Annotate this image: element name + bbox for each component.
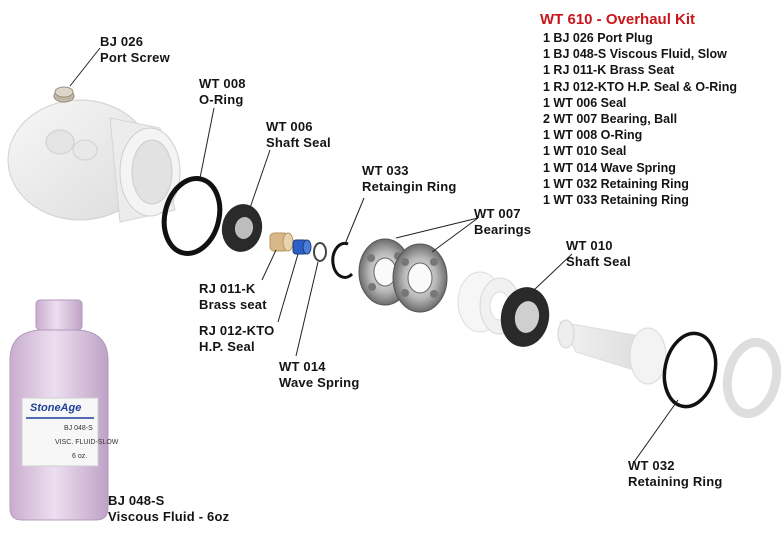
label-name: Port Screw — [100, 50, 170, 65]
label-rj011: RJ 011-K Brass seat — [199, 281, 267, 313]
label-code: BJ 048-S — [108, 493, 165, 508]
label-code: WT 007 — [474, 206, 521, 221]
bottle-description: VISC. FLUID-SLOW — [55, 439, 119, 446]
label-name: Shaft Seal — [566, 254, 631, 269]
label-wt006: WT 006 Shaft Seal — [266, 119, 331, 151]
end-cap-ring — [722, 337, 781, 419]
rj011-brass-seat — [269, 232, 294, 252]
viscous-fluid-bottle — [9, 299, 109, 521]
label-code: WT 032 — [628, 458, 675, 473]
bottle-size: 6 oz. — [72, 453, 88, 460]
wt010-shaft-seal — [500, 287, 550, 347]
kit-list-item: 1 RJ 012-KTO H.P. Seal & O-Ring — [543, 79, 738, 94]
kit-list-item: 1 WT 010 Seal — [543, 144, 627, 159]
label-code: WT 008 — [199, 76, 246, 91]
kit-list-item: 1 WT 032 Retaining Ring — [543, 176, 689, 191]
spacer-sleeve — [457, 271, 521, 335]
label-code: WT 014 — [279, 359, 326, 374]
label-name: Retaingin Ring — [362, 179, 457, 194]
label-name: Wave Spring — [279, 375, 360, 390]
leader-lines — [69, 47, 679, 463]
wt007-bearings — [358, 238, 448, 313]
kit-list-item: 1 WT 014 Wave Spring — [543, 160, 676, 175]
label-name: Bearings — [474, 222, 532, 237]
label-name: Brass seat — [199, 297, 267, 312]
wt033-retaining-ring — [331, 241, 354, 279]
label-wt008: WT 008 O-Ring — [199, 76, 246, 108]
label-bj048: BJ 048-S Viscous Fluid - 6oz — [108, 493, 229, 525]
label-name: Viscous Fluid - 6oz — [108, 509, 230, 524]
swivel-body — [7, 99, 181, 223]
wt008-o-ring — [161, 176, 223, 256]
shaft — [557, 319, 667, 385]
kit-list-item: 1 WT 006 Seal — [543, 95, 627, 110]
wt032-retaining-ring — [662, 331, 718, 409]
label-wt033: WT 033 Retaingin Ring — [362, 163, 457, 195]
label-code: RJ 012-KTO — [199, 323, 275, 338]
kit-list-item: 1 RJ 011-K Brass Seat — [543, 63, 675, 78]
label-wt010: WT 010 Shaft Seal — [566, 238, 631, 270]
label-name: H.P. Seal — [199, 339, 255, 354]
label-wt032: WT 032 Retaining Ring — [628, 458, 723, 490]
kit-list-item: 1 WT 033 Retaining Ring — [543, 193, 689, 208]
wt006-shaft-seal — [221, 204, 263, 252]
wt014-wave-spring — [313, 242, 327, 262]
label-rj012: RJ 012-KTO H.P. Seal — [199, 323, 274, 355]
kit-list-item: 1 BJ 026 Port Plug — [543, 31, 653, 45]
label-bj026: BJ 026 Port Screw — [100, 34, 170, 66]
label-code: RJ 011-K — [199, 281, 256, 296]
port-screw — [53, 86, 75, 103]
label-name: Retaining Ring — [628, 474, 723, 489]
label-code: WT 006 — [266, 119, 313, 134]
label-name: Shaft Seal — [266, 135, 331, 150]
bottle-part-number: BJ 048-S — [64, 425, 93, 432]
label-code: WT 010 — [566, 238, 613, 253]
label-wt007: WT 007 Bearings — [474, 206, 531, 238]
kit-title: WT 610 - Overhaul Kit — [540, 11, 696, 28]
kit-parts-list: 1 BJ 026 Port Plug 1 BJ 048-S Viscous Fl… — [543, 30, 737, 208]
label-code: WT 033 — [362, 163, 409, 178]
label-wt014: WT 014 Wave Spring — [279, 359, 359, 391]
bottle-brand-logo: StoneAge — [30, 402, 82, 414]
kit-list-item: 1 BJ 048-S Viscous Fluid, Slow — [543, 47, 727, 62]
kit-list-item: 1 WT 008 O-Ring — [543, 128, 643, 143]
label-code: BJ 026 — [100, 34, 144, 49]
kit-list-item: 2 WT 007 Bearing, Ball — [543, 112, 678, 127]
label-name: O-Ring — [199, 92, 244, 107]
rj012-hp-seal — [292, 239, 312, 255]
